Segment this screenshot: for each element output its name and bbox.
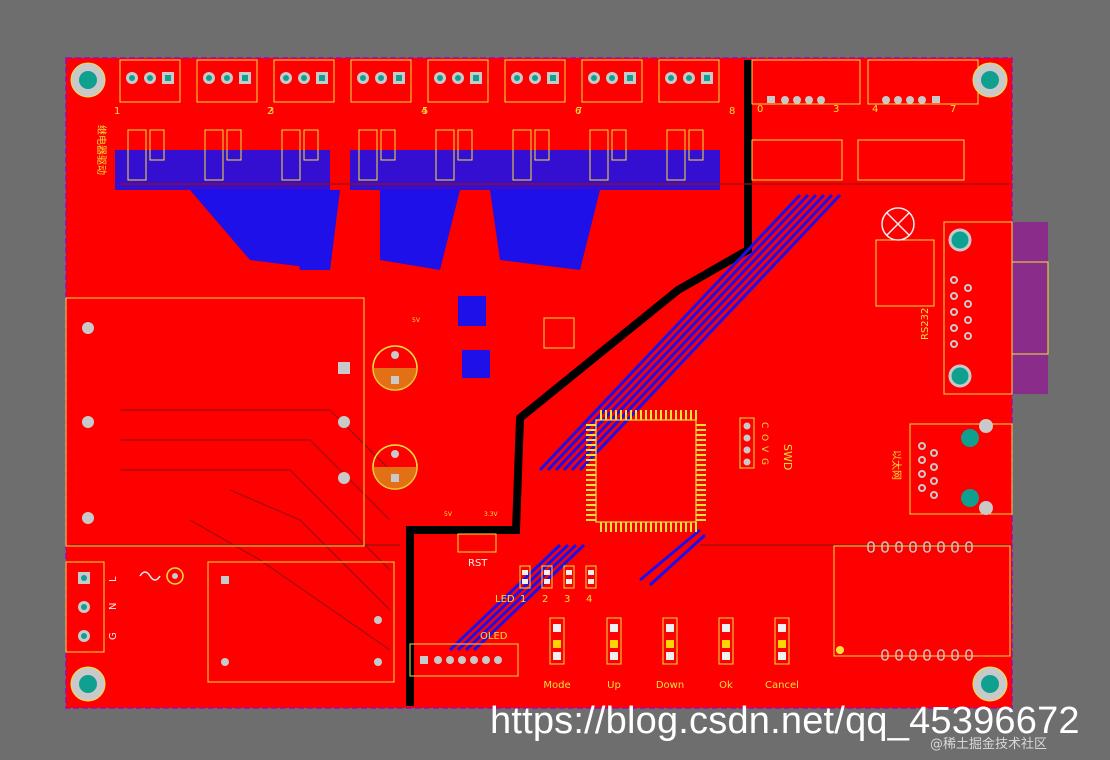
ic-top-a xyxy=(751,139,843,181)
swd-pin-label: O xyxy=(759,434,769,441)
push-button xyxy=(774,617,790,665)
relay-number: 4 xyxy=(421,106,427,117)
rs232-label: RS232 xyxy=(920,308,931,340)
led-number: 4 xyxy=(586,594,592,605)
relay-number: 6 xyxy=(575,106,581,117)
push-button xyxy=(606,617,622,665)
led-numbers: 1 2 3 4 xyxy=(520,594,592,605)
regulator-1 xyxy=(458,296,486,326)
fine-traces xyxy=(70,183,1010,651)
fuse-pad xyxy=(166,567,184,585)
no-fit-marker xyxy=(881,207,915,241)
oled-pins xyxy=(420,656,502,664)
relay-terminal xyxy=(658,59,720,181)
relay-terminal xyxy=(504,59,566,181)
pad-square-1 xyxy=(338,362,350,374)
module-outline xyxy=(833,545,1011,657)
button-label: Down xyxy=(656,680,684,691)
swd-header xyxy=(739,417,755,469)
leds xyxy=(519,565,597,589)
relay-terminal xyxy=(427,59,489,181)
bottom-traces-bus xyxy=(448,193,842,652)
relay-terminal xyxy=(350,59,412,181)
relay-number: 7 xyxy=(576,106,582,117)
power-pin-label: G xyxy=(108,632,119,640)
regulator-2 xyxy=(462,350,490,378)
mcu-pins xyxy=(586,410,706,532)
relay-number: 2 xyxy=(267,106,273,117)
button-label: Up xyxy=(607,680,621,691)
swd-pin-label: C xyxy=(759,422,769,428)
relay-terminals xyxy=(119,59,720,181)
led xyxy=(585,565,597,589)
ethernet-connector xyxy=(909,423,1013,515)
led-number: 3 xyxy=(564,594,570,605)
push-button xyxy=(662,617,678,665)
rs232-ic xyxy=(875,239,935,307)
swd-pin-label: G xyxy=(759,458,769,465)
led xyxy=(519,565,531,589)
oled-label: OLED xyxy=(480,631,508,642)
power-terminal xyxy=(65,561,105,653)
relay-terminal xyxy=(581,59,643,181)
relay-number: 8 xyxy=(729,106,735,117)
conn-num-7: 7 xyxy=(950,104,956,115)
ethernet-label: 以太网 xyxy=(890,450,903,480)
power-pin-label: N xyxy=(108,603,119,610)
connector-top-a xyxy=(751,59,861,105)
watermark-credit: @稀土掘金技术社区 xyxy=(930,737,1048,752)
relay-terminal xyxy=(196,59,258,181)
connector-top-pins xyxy=(767,96,940,104)
power-pin-label: L xyxy=(108,576,119,582)
button-labels: Mode Up Down Ok Cancel xyxy=(543,680,799,691)
relay-number: 1 xyxy=(114,106,120,117)
power-terminal-pads xyxy=(78,572,90,642)
mounting-holes xyxy=(70,62,1008,702)
small-label-5v-b: 5V xyxy=(444,511,453,518)
swd-label: SWD xyxy=(781,444,794,470)
relay-section-label: 继电器驱动 xyxy=(95,125,108,175)
button-label: Ok xyxy=(719,680,733,691)
button-label: Cancel xyxy=(765,680,799,691)
rst-label: RST xyxy=(468,558,488,569)
rs232-connector xyxy=(943,221,1013,395)
module-pads xyxy=(867,541,973,661)
button-label: Mode xyxy=(543,680,570,691)
led xyxy=(563,565,575,589)
db9-pins xyxy=(950,276,972,348)
push-button xyxy=(549,617,565,665)
ethernet-pins xyxy=(918,442,938,499)
led xyxy=(541,565,553,589)
small-label-3v3: 3.3V xyxy=(484,511,499,518)
relay-number: 5 xyxy=(422,106,428,117)
conn-num-4: 4 xyxy=(872,104,878,115)
led-label: LED xyxy=(495,594,515,605)
led-number: 2 xyxy=(542,594,548,605)
swd-pins xyxy=(743,422,751,466)
regulator-3 xyxy=(543,317,575,349)
relay-numbers: 1 23 45 67 8 xyxy=(114,106,735,117)
small-label-5v-a: 5V xyxy=(412,317,421,324)
watermark-url: https://blog.csdn.net/qq_45396672 xyxy=(490,700,1080,742)
push-button xyxy=(718,617,734,665)
power-pin-labels: L N G xyxy=(108,576,119,640)
oled-header xyxy=(409,643,519,677)
power-module-outline xyxy=(207,561,395,683)
rst-button xyxy=(457,533,497,553)
conn-num-3: 3 xyxy=(833,104,839,115)
relay-number: 3 xyxy=(268,106,274,117)
conn-num-0: 0 xyxy=(757,104,763,115)
relay-terminal xyxy=(273,59,335,181)
transformer-outline xyxy=(65,297,365,547)
push-buttons xyxy=(549,617,790,665)
ic-top-b xyxy=(857,139,965,181)
db9-overhang xyxy=(1012,222,1048,394)
led-number: 1 xyxy=(520,594,526,605)
swd-pin-label: V xyxy=(759,446,769,453)
relay-terminal xyxy=(119,59,181,181)
transformer-pads xyxy=(82,322,350,524)
